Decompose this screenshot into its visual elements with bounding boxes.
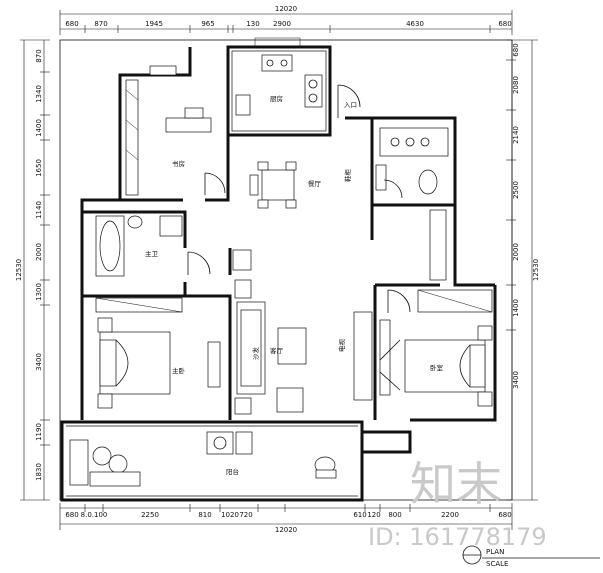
right-dim-4: 2500 [512,181,520,199]
top-dim-8: 680 [498,20,511,28]
left-dim-1: 870 [35,49,43,62]
label-kitchen: 厨房 [270,94,283,103]
bottom-dim-9: 800 [388,511,401,519]
entrance-door [337,84,361,118]
top-dim-3: 1945 [145,20,163,28]
left-dim-4: 1650 [35,159,43,177]
right-dimension: 12530 680 2080 2140 2500 2000 1400 3400 [506,39,540,501]
right-dim-6: 1400 [512,299,520,317]
master-bedroom-fixtures [95,297,221,409]
dining-table [249,161,297,209]
left-dim-8: 3400 [35,353,43,371]
bottom-dim-10: 2200 [441,511,459,519]
title-block: PLAN SCALE [462,545,600,568]
right-dim-2: 2080 [512,76,520,94]
label-balcony: 阳台 [226,467,239,476]
bottom-dimension: 680 8.0.100 2250 810 1020 720 610 120 80… [59,503,513,534]
top-dim-2: 870 [94,20,107,28]
left-dim-9: 1190 [35,423,43,441]
balcony-wall [60,420,364,502]
study-wall-right [205,135,230,202]
right-dim-7: 3400 [512,371,520,389]
room-labels: 厨房 书房 餐厅 主卫 主卧 客厅 卧室 阳台 入口 电视 沙发 鞋柜 [145,94,444,476]
left-total-dim: 12530 [15,259,23,281]
left-dimension: 12530 870 1340 1400 1650 1140 2000 1300 … [15,39,50,501]
label-sofa: 沙发 [251,347,260,361]
master-bedroom-right-wall [185,294,232,420]
title-scale: SCALE [486,560,508,568]
bedroom-fixtures [379,289,493,407]
left-dim-6: 2000 [35,243,43,261]
living-room-fixtures [232,249,373,415]
bottom-dim-11: 680 [498,511,511,519]
top-dim-5: 130 [246,20,259,28]
bottom-total-dim: 12020 [275,526,297,534]
left-dim-3: 1400 [35,119,43,137]
top-dim-1: 680 [65,20,78,28]
bottom-dim-6: 720 [239,511,252,519]
balcony-fixtures [69,431,337,487]
left-outer-wall [80,198,120,420]
bathroom-fixtures [95,215,211,277]
label-living: 客厅 [270,346,284,355]
watermark: 知末 ID: 161778179 [368,457,547,551]
top-dim-6: 2900 [273,20,291,28]
right-dim-5: 2000 [512,243,520,261]
left-dim-5: 1140 [35,201,43,219]
bedroom-right-wall [410,285,497,422]
top-dimension: 12020 680 870 1945 965 130 2900 4630 680 [59,5,513,35]
title-plan: PLAN [486,548,504,556]
right-dim-3: 2140 [512,126,520,144]
balcony-column [360,430,412,454]
label-bedroom: 卧室 [430,363,444,372]
label-dining: 餐厅 [308,179,322,188]
study-wall [118,47,192,202]
label-master-bedroom: 主卧 [172,366,186,375]
study-fixtures [125,65,226,196]
bottom-dim-5: 1020 [221,511,239,519]
bottom-dim-3: 2250 [141,511,159,519]
bottom-dim-7: 610 [353,511,366,519]
left-dim-10: 1830 [35,463,43,481]
watermark-id: ID: 161778179 [368,523,547,551]
label-study: 书房 [172,159,185,168]
right-dim-1: 680 [512,43,520,56]
bathroom-top-wall [82,210,187,248]
kitchen-fixtures [231,37,327,132]
label-entrance: 入口 [344,101,357,109]
right-upper-wall [345,116,495,287]
left-dim-7: 1300 [35,283,43,301]
bottom-dim-1: 680 [65,511,78,519]
left-dim-2: 1340 [35,85,43,103]
toilet-fixtures [375,127,449,281]
watermark-logo: 知末 [410,457,502,511]
label-bathroom: 主卫 [145,249,159,258]
label-shoe-cabinet: 鞋柜 [343,169,352,183]
bottom-dim-4: 810 [198,511,211,519]
right-total-dim: 12530 [532,259,540,281]
walls [60,45,497,502]
bottom-dim-8: 120 [367,511,380,519]
top-dim-7: 4630 [406,20,424,28]
bottom-dim-2: 8.0.100 [81,511,108,519]
top-dim-4: 965 [201,20,214,28]
top-total-dim: 12020 [275,5,297,13]
label-tv-wall: 电视 [337,339,346,353]
